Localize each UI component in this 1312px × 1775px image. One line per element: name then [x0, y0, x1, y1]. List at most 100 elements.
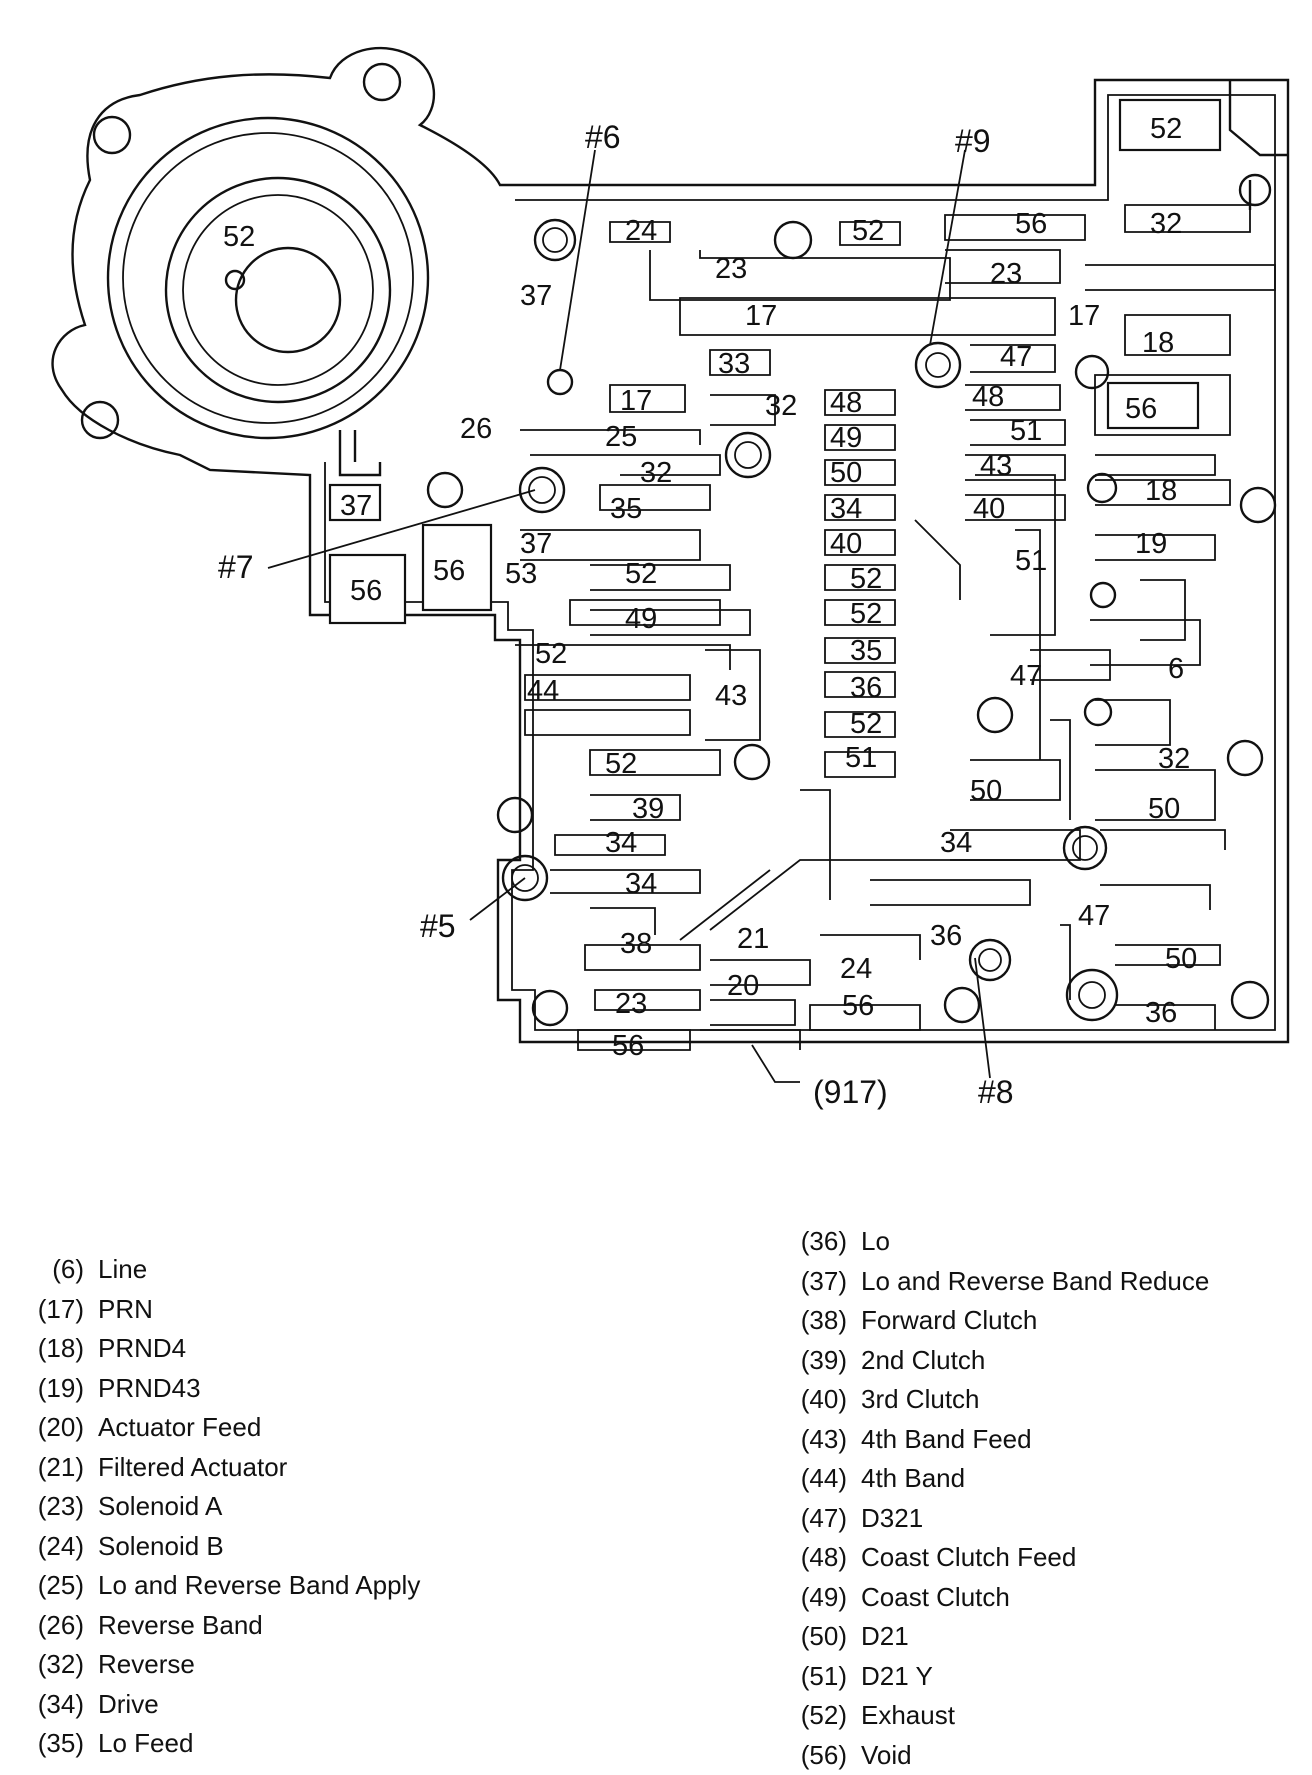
passage-label: 23	[615, 988, 647, 1020]
callout-check-ball-7: #7	[218, 549, 254, 585]
passage-label: 56	[612, 1030, 644, 1062]
passage-label: 17	[620, 385, 652, 417]
passage-label: 34	[830, 493, 862, 525]
passage-label: 52	[850, 598, 882, 630]
passage-label: 56	[350, 575, 382, 607]
passage-label: 32	[640, 457, 672, 489]
legend-item: (17)PRN	[22, 1290, 420, 1330]
passage-legend-left: (6)Line (17)PRN (18)PRND4 (19)PRND43 (20…	[22, 1250, 420, 1764]
callout-check-ball-5: #5	[420, 908, 456, 944]
legend-item: (40)3rd Clutch	[785, 1380, 1209, 1420]
passage-label: 43	[980, 450, 1012, 482]
passage-labels: 52 52 24 52 56 32 23 23 37 17 17 18 33 4…	[223, 113, 1197, 1062]
passage-label: 24	[625, 215, 657, 247]
legend-item: (52)Exhaust	[785, 1696, 1209, 1736]
legend-item: (18)PRND4	[22, 1329, 420, 1369]
passage-label: 52	[605, 748, 637, 780]
passage-label: 52	[1150, 113, 1182, 145]
legend-item: (34)Drive	[22, 1685, 420, 1725]
passage-label: 23	[715, 253, 747, 285]
passage-label: 36	[1145, 997, 1177, 1029]
callout-check-ball-9: #9	[955, 123, 991, 159]
passage-label: 40	[830, 528, 862, 560]
passage-label: 18	[1145, 475, 1177, 507]
passage-label: 52	[535, 638, 567, 670]
legend-item: (23)Solenoid A	[22, 1487, 420, 1527]
boxed-passages	[330, 100, 1220, 623]
passage-label: 25	[605, 421, 637, 453]
passage-label: 20	[727, 970, 759, 1002]
passage-label: 50	[830, 457, 862, 489]
passage-label: 36	[850, 672, 882, 704]
passage-label: 50	[1148, 793, 1180, 825]
passage-label: 37	[520, 528, 552, 560]
callout-part-917: (917)	[813, 1074, 888, 1110]
passage-label: 34	[625, 868, 657, 900]
passage-label: 51	[1010, 415, 1042, 447]
passage-label: 56	[1125, 393, 1157, 425]
legend-item: (37)Lo and Reverse Band Reduce	[785, 1262, 1209, 1302]
legend-item: (51)D21 Y	[785, 1657, 1209, 1697]
passage-label: 48	[830, 387, 862, 419]
passage-label: 34	[940, 827, 972, 859]
passage-label: 56	[433, 555, 465, 587]
passage-label: 37	[520, 280, 552, 312]
passage-label: 49	[830, 422, 862, 454]
passage-label: 18	[1142, 327, 1174, 359]
legend-item: (56)Void	[785, 1736, 1209, 1775]
passage-label: 32	[765, 390, 797, 422]
passage-label: 24	[840, 953, 872, 985]
passage-label: 32	[1150, 208, 1182, 240]
passage-label: 48	[972, 381, 1004, 413]
passage-label: 52	[852, 215, 884, 247]
legend-item: (19)PRND43	[22, 1369, 420, 1409]
legend-item: (44)4th Band	[785, 1459, 1209, 1499]
passage-label: 52	[850, 708, 882, 740]
passage-label: 32	[1158, 743, 1190, 775]
passage-label: 17	[745, 300, 777, 332]
passage-label: 37	[340, 490, 372, 522]
passage-label: 47	[1078, 900, 1110, 932]
legend-item: (35)Lo Feed	[22, 1724, 420, 1764]
passage-label: 52	[625, 558, 657, 590]
legend-item: (25)Lo and Reverse Band Apply	[22, 1566, 420, 1606]
legend-item: (6)Line	[22, 1250, 420, 1290]
passage-label: 56	[1015, 208, 1047, 240]
passage-label: 23	[990, 258, 1022, 290]
legend-item: (47)D321	[785, 1499, 1209, 1539]
legend-item: (26)Reverse Band	[22, 1606, 420, 1646]
passage-label: 51	[845, 742, 877, 774]
accumulator-housing	[82, 64, 428, 475]
legend-item: (38)Forward Clutch	[785, 1301, 1209, 1341]
passage-label: 38	[620, 928, 652, 960]
passage-label: 47	[1000, 341, 1032, 373]
callout-check-ball-6: #6	[585, 119, 621, 155]
passage-label: 39	[632, 793, 664, 825]
passage-label: 43	[715, 680, 747, 712]
passage-label: 51	[1015, 545, 1047, 577]
passage-label: 33	[718, 348, 750, 380]
passage-label: 53	[505, 558, 537, 590]
passage-label: 52	[850, 563, 882, 595]
legend-item: (21)Filtered Actuator	[22, 1448, 420, 1488]
passage-label: 56	[842, 990, 874, 1022]
passage-label: 35	[850, 635, 882, 667]
passage-label: 50	[1165, 943, 1197, 975]
legend-item: (39)2nd Clutch	[785, 1341, 1209, 1381]
passage-label: 36	[930, 920, 962, 952]
passage-label: 35	[610, 493, 642, 525]
passage-label: 52	[223, 221, 255, 253]
legend-item: (49)Coast Clutch	[785, 1578, 1209, 1618]
legend-item: (50)D21	[785, 1617, 1209, 1657]
passage-label: 26	[460, 413, 492, 445]
passage-label: 44	[527, 675, 559, 707]
callout-check-ball-8: #8	[978, 1074, 1014, 1110]
passage-label: 50	[970, 775, 1002, 807]
passage-label: 17	[1068, 300, 1100, 332]
passage-label: 19	[1135, 528, 1167, 560]
passage-label: 34	[605, 827, 637, 859]
legend-item: (48)Coast Clutch Feed	[785, 1538, 1209, 1578]
passage-label: 21	[737, 923, 769, 955]
passage-legend-right: (36)Lo (37)Lo and Reverse Band Reduce (3…	[785, 1222, 1209, 1775]
passage-label: 47	[1010, 660, 1042, 692]
